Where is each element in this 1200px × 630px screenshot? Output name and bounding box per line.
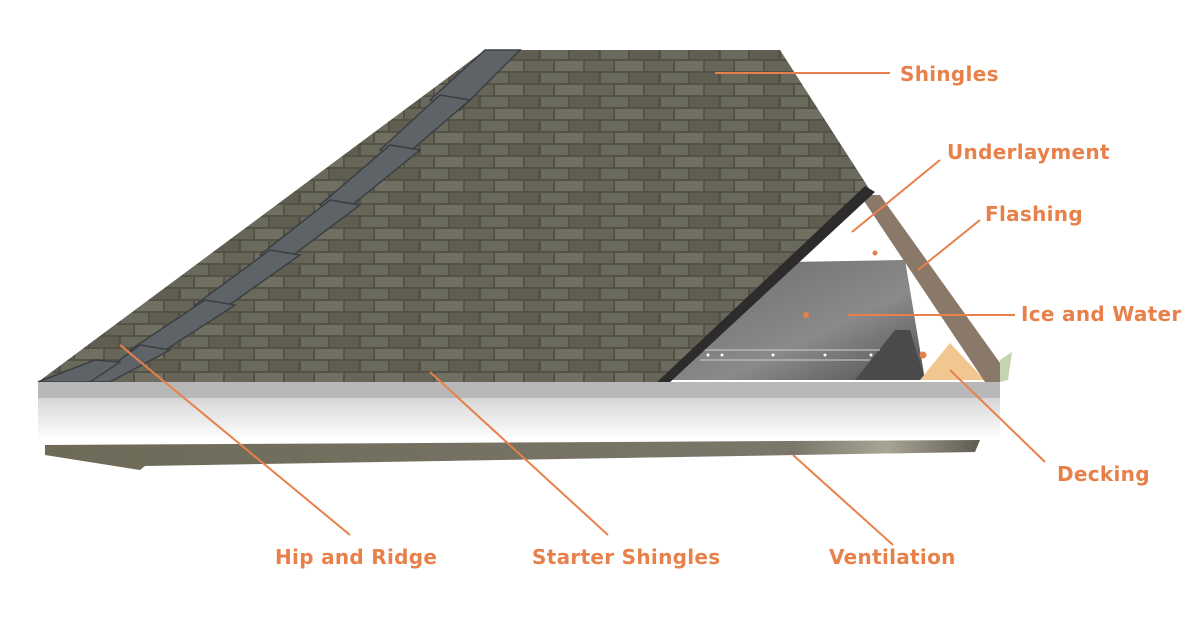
leader-flashing <box>917 219 981 271</box>
label-starter-shingles: Starter Shingles <box>532 545 721 569</box>
label-flashing: Flashing <box>985 202 1083 226</box>
decking-layer <box>920 343 990 380</box>
nail-dots <box>706 353 873 357</box>
label-shingles: Shingles <box>900 62 999 86</box>
drip-edge <box>1000 352 1012 382</box>
leader-starter-shingles <box>429 371 609 536</box>
ventilation-strip <box>45 440 980 470</box>
underlayment-edge <box>655 186 875 384</box>
label-hip-and-ridge: Hip and Ridge <box>275 545 438 569</box>
label-ventilation: Ventilation <box>829 545 956 569</box>
label-decking: Decking <box>1057 462 1150 486</box>
label-ice-and-water: Ice and Water <box>1021 302 1182 326</box>
leader-underlayment <box>851 159 941 233</box>
leader-lines <box>119 72 1046 546</box>
shingles-field <box>38 50 870 382</box>
leader-decking <box>949 369 1046 463</box>
flashing-strip <box>860 195 1005 382</box>
leader-ventilation <box>792 454 894 546</box>
hip-and-ridge-caps <box>37 49 522 383</box>
marker-dots <box>803 250 927 359</box>
label-underlayment: Underlayment <box>947 140 1110 164</box>
leader-hip-and-ridge <box>119 344 351 536</box>
ice-and-water-lower <box>855 330 925 380</box>
